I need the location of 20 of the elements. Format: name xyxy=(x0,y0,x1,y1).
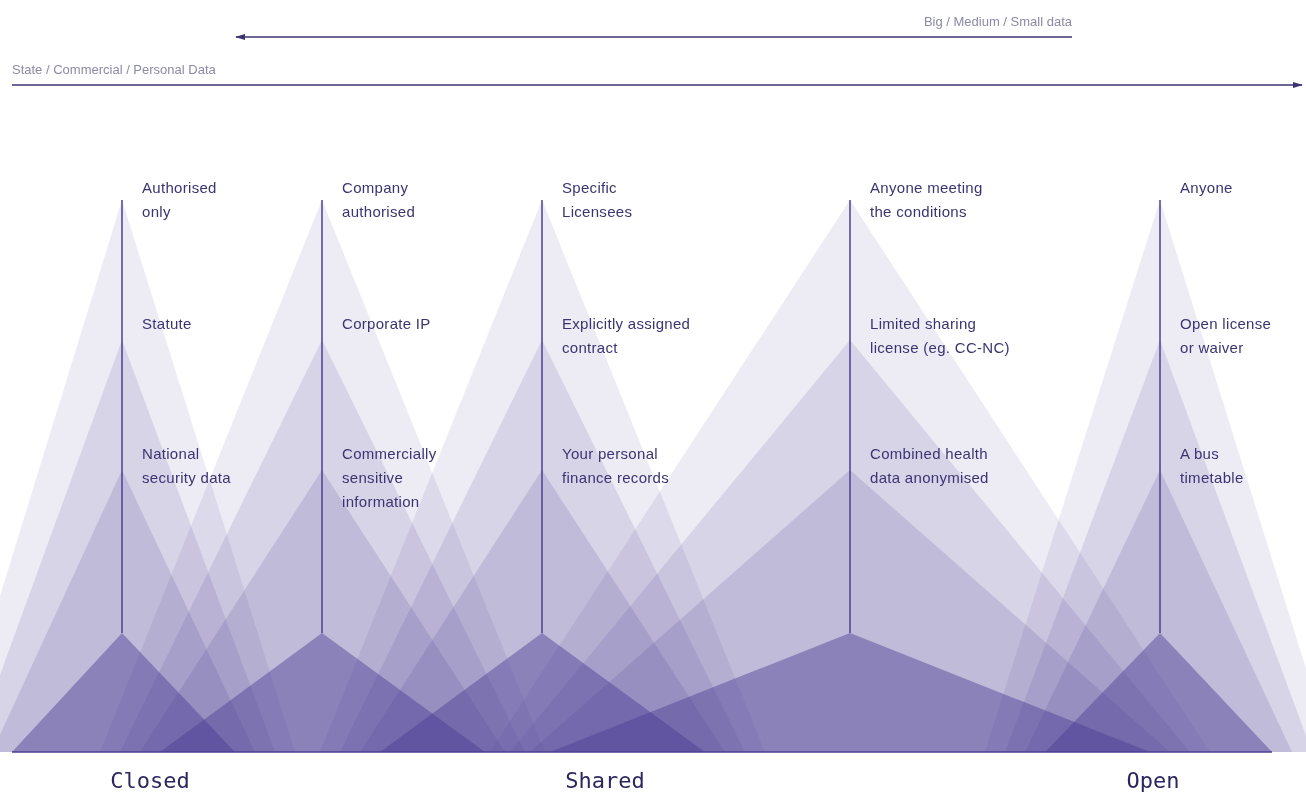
example-label: A bus timetable xyxy=(1180,444,1245,488)
basis-label: Explicitly assigned contract xyxy=(562,314,692,358)
access-label: Company authorised xyxy=(342,178,417,222)
access-label: Anyone meeting the conditions xyxy=(870,178,984,222)
axis-label: Big / Medium / Small data xyxy=(923,14,1072,29)
axis-label: State / Commercial / Personal Data xyxy=(12,62,216,77)
basis-label: Limited sharing license (eg. CC-NC) xyxy=(870,314,1011,358)
example-label: National security data xyxy=(142,444,232,488)
basis-label: Statute xyxy=(142,314,193,334)
example-label: Your personal finance records xyxy=(562,444,671,488)
access-label: Specific Licensees xyxy=(562,178,634,222)
example-label: Commercially sensitive information xyxy=(342,444,438,512)
basis-label: Open license or waiver xyxy=(1180,314,1273,358)
access-label: Anyone xyxy=(1180,178,1234,198)
basis-label: Corporate IP xyxy=(342,314,432,334)
category-label: Open xyxy=(1126,768,1180,793)
category-label: Closed xyxy=(110,768,190,793)
access-label: Authorised only xyxy=(142,178,218,222)
example-label: Combined health data anonymised xyxy=(870,444,990,488)
category-label: Shared xyxy=(565,768,645,793)
